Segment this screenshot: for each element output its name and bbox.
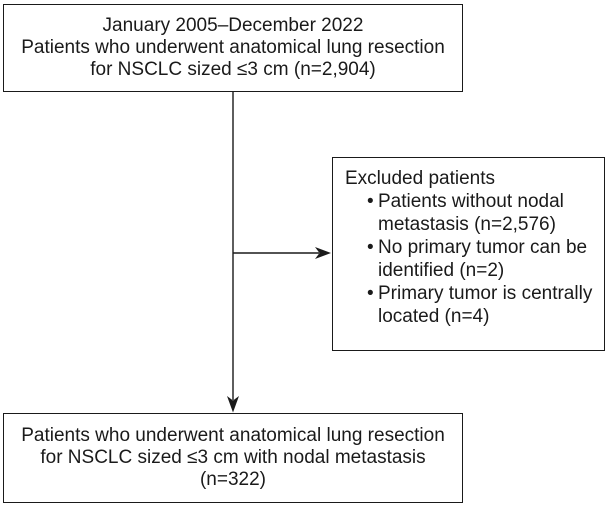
result-count-line: (n=322) [199, 469, 267, 490]
excluded-item-text: No primary tumor can be identified (n=2) [378, 237, 588, 281]
arrowhead-right-icon [315, 247, 331, 259]
excluded-list: • Patients without nodal metastasis (n=2… [345, 190, 602, 328]
cohort-period-line: January 2005–December 2022 [102, 15, 364, 36]
excluded-item: • Primary tumor is centrally located (n=… [345, 282, 602, 328]
excluded-item-text: Primary tumor is centrally located (n=4) [378, 283, 593, 327]
bullet-icon: • [367, 283, 374, 304]
excluded-item: • Patients without nodal metastasis (n=2… [345, 190, 602, 236]
result-criteria-line: for NSCLC sized ≤3 cm with nodal metasta… [40, 447, 426, 468]
cohort-description-line: Patients who underwent anatomical lung r… [21, 37, 445, 58]
cohort-criteria-line: for NSCLC sized ≤3 cm (n=2,904) [90, 59, 376, 80]
bullet-icon: • [367, 237, 374, 258]
result-description-line: Patients who underwent anatomical lung r… [21, 425, 445, 446]
bullet-icon: • [367, 191, 374, 212]
cohort-box: January 2005–December 2022 Patients who … [3, 4, 463, 92]
excluded-title: Excluded patients [345, 168, 495, 189]
excluded-box: Excluded patients • Patients without nod… [332, 157, 605, 351]
arrowhead-down-icon [227, 396, 239, 413]
result-box: Patients who underwent anatomical lung r… [3, 413, 463, 503]
arrow-down-connector [227, 92, 239, 413]
excluded-item-text: Patients without nodal metastasis (n=2,5… [378, 191, 564, 235]
excluded-item: • No primary tumor can be identified (n=… [345, 236, 602, 282]
arrow-right-connector [233, 247, 331, 259]
